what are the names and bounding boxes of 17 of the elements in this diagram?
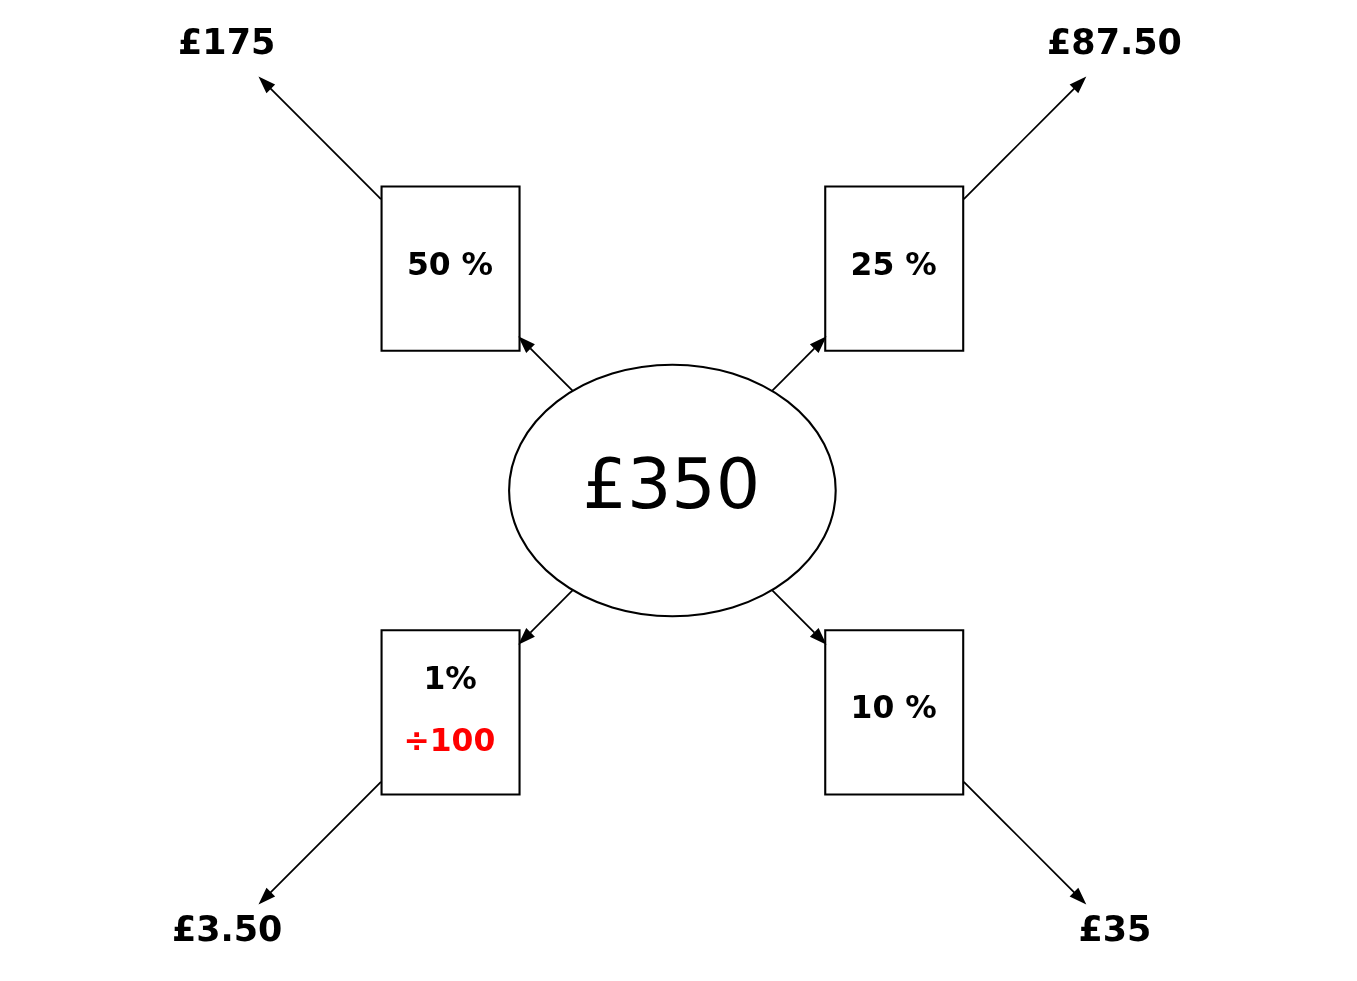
- arrow: [771, 589, 827, 645]
- arrow: [518, 336, 574, 392]
- node-ellipse: £350: [508, 363, 837, 618]
- node-text: £87.50: [1047, 21, 1182, 62]
- node-text: £35: [1078, 909, 1152, 950]
- arrow: [962, 76, 1087, 200]
- arrow: [518, 589, 574, 645]
- node-box: 50 %: [380, 185, 521, 352]
- arrow: [771, 336, 827, 392]
- node-text: £175: [178, 21, 276, 62]
- node-box: 25 %: [824, 185, 965, 352]
- arrow: [258, 781, 382, 905]
- node-box: 1% ÷100: [380, 629, 521, 796]
- node-text: £3.50: [171, 909, 283, 950]
- node-box: 10 %: [824, 629, 965, 796]
- arrow: [962, 781, 1087, 905]
- arrow: [258, 76, 382, 200]
